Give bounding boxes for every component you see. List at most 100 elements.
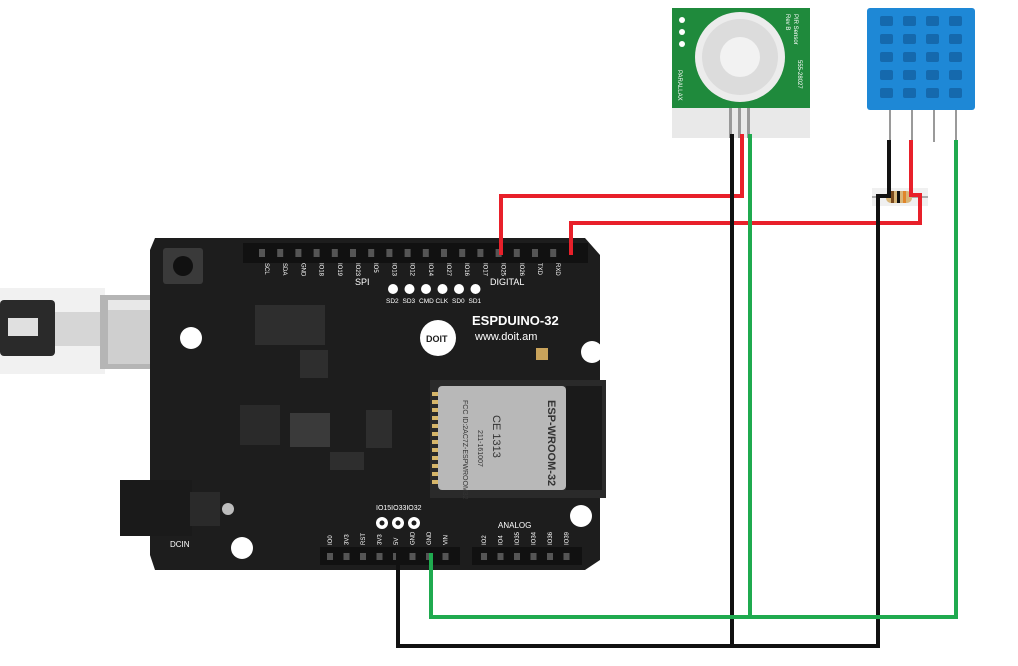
pin-label: IO23 bbox=[354, 263, 360, 277]
pin-label: 3V3 bbox=[378, 534, 384, 545]
module-pin bbox=[432, 456, 438, 460]
pin-label: IO39 bbox=[565, 531, 571, 545]
vent-slot bbox=[926, 70, 939, 80]
pin-label: RXD bbox=[554, 263, 560, 276]
ic-chip bbox=[330, 452, 364, 470]
vent-slot bbox=[903, 88, 916, 98]
pir-sensor: PIR Sensor Rev B 555-28027 PARALLAX bbox=[672, 8, 810, 138]
module-name: ESP-WROOM-32 bbox=[545, 400, 557, 486]
sd-pad bbox=[454, 284, 464, 294]
pin-hole bbox=[327, 553, 333, 560]
ic-chip bbox=[300, 350, 328, 378]
sd-pad bbox=[437, 284, 448, 294]
vent-slot bbox=[903, 34, 916, 44]
vent-slot bbox=[926, 52, 939, 62]
pin-label: SDA bbox=[281, 263, 287, 275]
pin-hole bbox=[495, 249, 502, 257]
analog-label: ANALOG bbox=[498, 521, 531, 530]
pin-hole bbox=[547, 553, 553, 560]
module-fcc: FCC ID:2AC7Z-ESPWROOM32 bbox=[461, 400, 468, 500]
pin-label: IO19 bbox=[336, 263, 342, 277]
sd-label: SD2 bbox=[386, 298, 399, 305]
vent-slot bbox=[880, 88, 893, 98]
pin-label: IO26 bbox=[518, 263, 524, 277]
small-pin-header bbox=[376, 517, 420, 529]
vent-slot bbox=[903, 70, 916, 80]
pin-label: IO18 bbox=[318, 263, 324, 277]
pin-label: IO12 bbox=[409, 263, 415, 277]
board-url: www.doit.am bbox=[474, 331, 537, 343]
pin-label: TXD bbox=[536, 263, 542, 276]
analog-pin-header bbox=[472, 547, 582, 565]
pin-hole bbox=[259, 249, 265, 257]
pin-label: RST bbox=[361, 533, 367, 545]
pin-hole bbox=[459, 249, 466, 257]
sd-pad bbox=[421, 284, 431, 294]
pin-hole bbox=[514, 553, 520, 560]
pin-label: IO35 bbox=[515, 531, 521, 545]
pin-hole bbox=[368, 249, 375, 257]
pin-hole bbox=[313, 249, 320, 257]
pin-label: IO17 bbox=[481, 263, 487, 277]
wire-dht-vcc bbox=[569, 140, 922, 255]
module-pin bbox=[432, 416, 438, 420]
digital-label: DIGITAL bbox=[490, 277, 524, 287]
vent-slot bbox=[880, 52, 893, 62]
module-pin bbox=[432, 480, 438, 484]
pin-label: IO36 bbox=[548, 531, 554, 545]
logo-text: DOIT bbox=[426, 334, 448, 344]
wires bbox=[396, 134, 958, 648]
pin-hole bbox=[513, 249, 520, 257]
board-name: ESPDUINO-32 bbox=[472, 313, 559, 328]
pin-label: IO14 bbox=[427, 263, 433, 277]
pin-label: IO16 bbox=[463, 263, 469, 277]
mounting-hole bbox=[231, 537, 253, 559]
module-pin bbox=[432, 408, 438, 412]
power-pin-header bbox=[320, 547, 460, 565]
pin-hole bbox=[386, 249, 393, 257]
pin-hole bbox=[350, 249, 356, 257]
sd-label: CMD bbox=[419, 298, 434, 305]
vent-slot bbox=[880, 70, 893, 80]
wire-signal bbox=[429, 140, 958, 619]
pin-hole bbox=[497, 553, 504, 560]
pin-label: IO27 bbox=[445, 263, 451, 277]
pin-label: GND bbox=[411, 531, 417, 545]
vent-slot bbox=[949, 88, 962, 98]
dc-power-jack bbox=[120, 480, 234, 536]
vent-slot bbox=[926, 16, 939, 26]
pin-hole bbox=[550, 249, 557, 257]
module-code: 211-161007 bbox=[476, 430, 483, 467]
pin-label: IO25 bbox=[500, 263, 506, 277]
vent-slot bbox=[880, 34, 893, 44]
sd-pad bbox=[404, 284, 415, 294]
module-pin bbox=[432, 440, 438, 444]
sd-label: SD0 bbox=[452, 298, 465, 305]
pir-brand: PARALLAX bbox=[676, 70, 682, 101]
vent-slot bbox=[949, 34, 962, 44]
pin-hole bbox=[376, 553, 383, 560]
sd-label: SD1 bbox=[469, 298, 482, 305]
sd-label: SD3 bbox=[403, 298, 416, 305]
pin-label: IO34 bbox=[532, 531, 538, 545]
pin-label: 3V3 bbox=[345, 534, 351, 545]
sd-pad bbox=[388, 284, 398, 294]
inductor bbox=[290, 413, 330, 447]
pin-label: IO2 bbox=[482, 535, 488, 545]
sd-pad bbox=[470, 284, 481, 294]
module-pin bbox=[432, 432, 438, 436]
spi-label: SPI bbox=[355, 277, 370, 287]
module-pins bbox=[432, 392, 438, 484]
pin-hole bbox=[532, 249, 538, 257]
pin-hole bbox=[409, 553, 416, 560]
pin-hole bbox=[360, 553, 366, 560]
vent-slot bbox=[903, 16, 916, 26]
module-pin bbox=[432, 472, 438, 476]
pin-label: IO4 bbox=[499, 535, 505, 545]
pin-hole bbox=[404, 249, 411, 257]
top-pin-holes bbox=[259, 249, 557, 257]
vent-slot bbox=[926, 88, 939, 98]
